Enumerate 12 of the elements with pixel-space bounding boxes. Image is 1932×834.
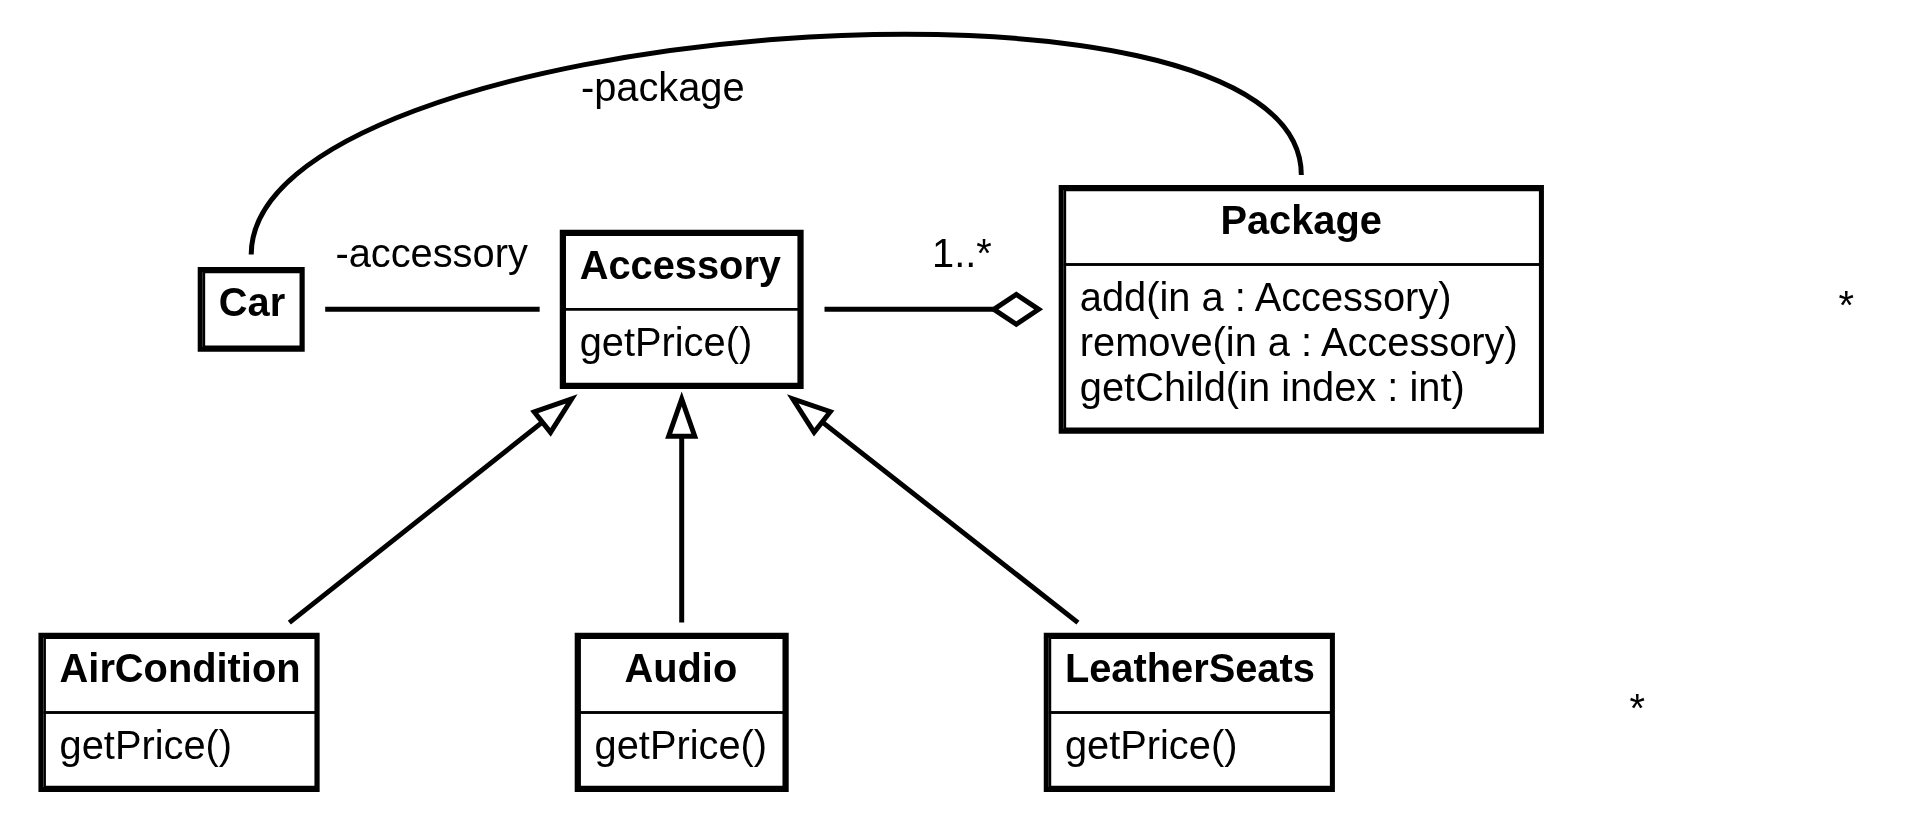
connector	[248, 31, 1304, 255]
arrow	[287, 393, 578, 625]
label: *	[1629, 685, 1645, 730]
arrow	[665, 390, 699, 623]
edge-label: 1..*	[932, 230, 992, 275]
node-box: Audio getPrice()	[574, 632, 789, 792]
edge-label: -package	[580, 64, 745, 109]
connector	[325, 306, 540, 312]
arrow	[786, 393, 1080, 625]
label: *	[1838, 282, 1855, 327]
connector	[824, 290, 1044, 327]
edge-label: -accessory	[335, 230, 528, 275]
